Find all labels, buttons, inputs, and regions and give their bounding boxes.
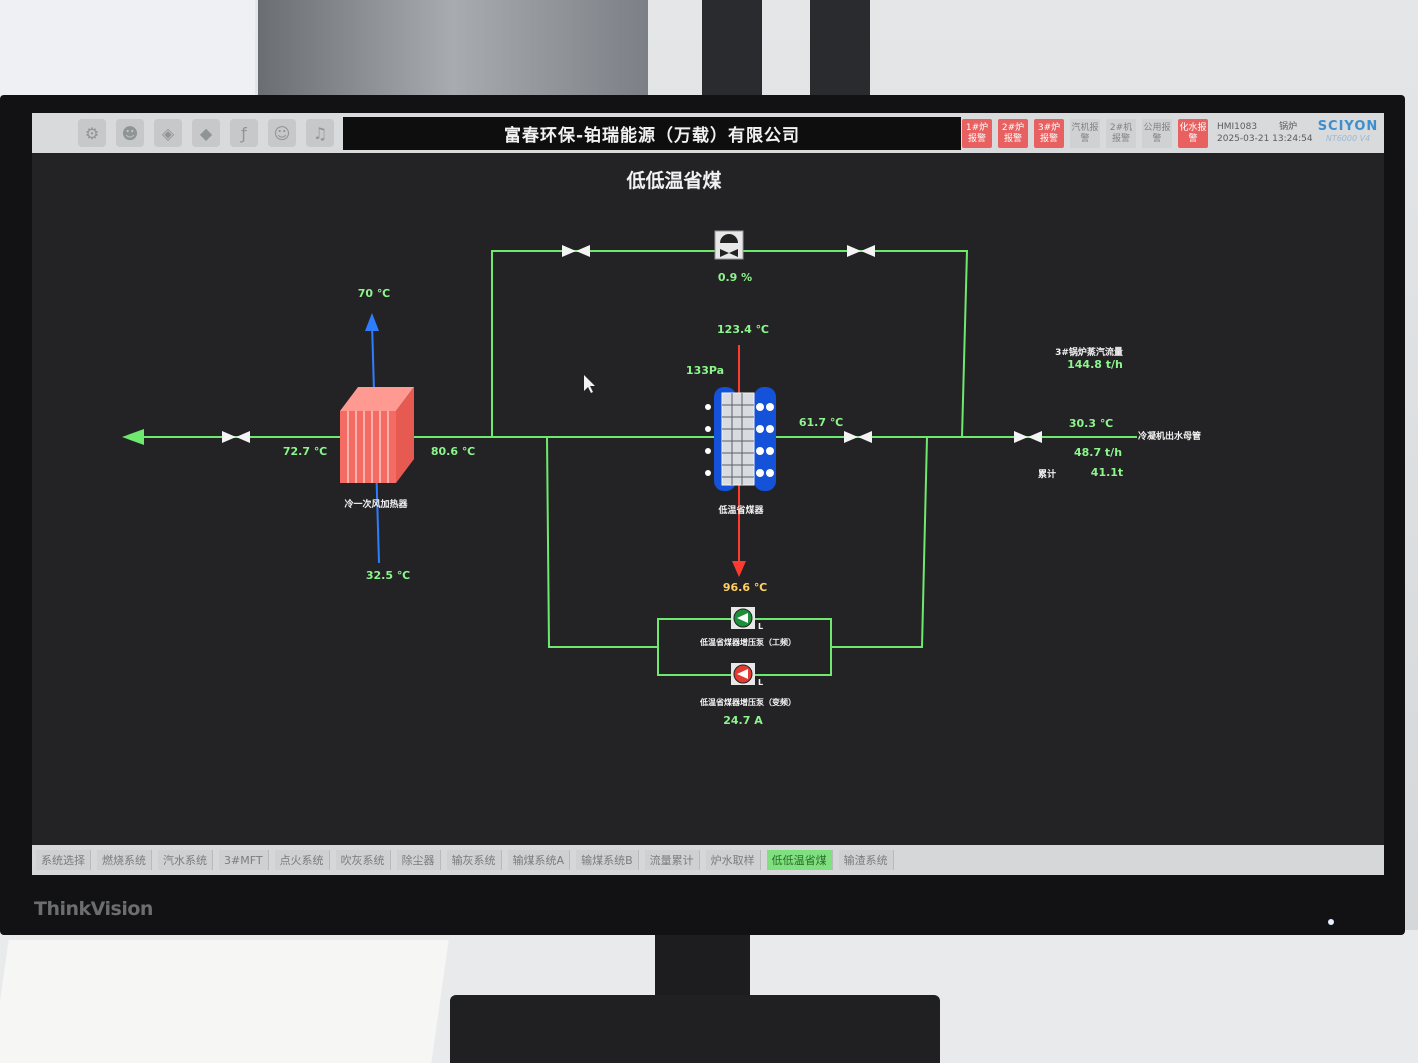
company-title: 富春环保-铂瑞能源（万载）有限公司 [343, 117, 961, 150]
economizer[interactable] [705, 387, 776, 491]
brand-version: NT6000 V4 [1325, 134, 1371, 143]
background-rack [702, 0, 762, 95]
valve[interactable] [847, 245, 875, 257]
nav-tab[interactable]: 输灰系统 [446, 850, 502, 870]
eraser-icon[interactable]: ◆ [192, 119, 220, 147]
nav-tab[interactable]: 低低温省煤 [766, 850, 833, 870]
air-heater[interactable] [340, 387, 414, 483]
outlet-arrow [122, 429, 144, 445]
pump2-tag: L [758, 678, 763, 687]
steam-flow-value: 144.8 t/h [1067, 358, 1123, 371]
layers-icon[interactable]: ◈ [154, 119, 182, 147]
alarm-button-water[interactable]: 化水报警 [1178, 119, 1208, 148]
alarm-button-boiler-2[interactable]: 2#炉报警 [998, 119, 1028, 148]
user-icon[interactable]: ☺ [268, 119, 296, 147]
total-value: 41.1t [1091, 466, 1123, 479]
nav-tab[interactable]: 燃烧系统 [97, 850, 152, 870]
heater-label: 冷一次风加热器 [344, 498, 408, 510]
alarm-button-turbine[interactable]: 汽机报警 [1070, 119, 1100, 148]
valve[interactable] [222, 431, 250, 443]
top-toolbar: ⚙ ☻ ◈ ◆ ƒ ☺ ♫ 富春环保-铂瑞能源（万载）有限公司 1#炉报警 2#… [32, 113, 1384, 153]
nav-tab[interactable]: 3#MFT [219, 850, 269, 870]
pump-current: 24.7 A [723, 714, 763, 727]
bell-icon[interactable]: ♫ [306, 119, 334, 147]
hmi-info: HMI1083 锅炉 2025-03-21 13:24:54 [1217, 121, 1313, 145]
flue-in-temp: 123.4 ℃ [717, 323, 769, 336]
flue-out-temp: 96.6 ℃ [723, 581, 767, 594]
alarm-button-turbine-2[interactable]: 2#机报警 [1106, 119, 1136, 148]
air-out-temp: 70 ℃ [358, 287, 390, 300]
total-label: 累计 [1038, 468, 1056, 480]
gear-icon[interactable]: ⚙ [78, 119, 106, 147]
page-title: 低低温省煤 [625, 169, 721, 192]
nav-tab[interactable]: 系统选择 [36, 850, 91, 870]
hmi-area: 锅炉 [1279, 122, 1298, 132]
pump1-tag: L [758, 622, 763, 631]
air-arrow [365, 313, 379, 331]
valve[interactable] [562, 245, 590, 257]
heater-inlet-temp: 80.6 ℃ [431, 445, 475, 458]
power-led [1328, 919, 1334, 925]
flue-arrow [732, 561, 746, 577]
economizer-outlet-temp: 61.7 ℃ [799, 416, 843, 429]
function-icon[interactable]: ƒ [230, 119, 258, 147]
monitor-stand-base [450, 995, 940, 1063]
pressure-value: 133Pa [686, 364, 724, 377]
brand-name: SCIYON [1317, 119, 1379, 134]
alarm-button-public[interactable]: 公用报警 [1142, 119, 1172, 148]
nav-tab[interactable]: 流量累计 [644, 850, 700, 870]
nav-tab[interactable]: 吹灰系统 [335, 850, 391, 870]
valve[interactable] [844, 431, 872, 443]
condensate-label: 冷凝机出水母管 [1138, 430, 1201, 442]
regulating-valve[interactable] [714, 230, 744, 260]
hmi-id: HMI1083 [1217, 122, 1258, 132]
alarm-button-boiler-1[interactable]: 1#炉报警 [962, 119, 992, 148]
water-out-temp: 72.7 ℃ [283, 445, 327, 458]
monitor-brand: ThinkVision [34, 898, 153, 920]
nav-tab[interactable]: 输煤系统B [576, 850, 639, 870]
alarm-button-boiler-3[interactable]: 3#炉报警 [1034, 119, 1064, 148]
pump2-label: 低温省煤器增压泵（变频） [699, 697, 796, 707]
background-camera-view [258, 0, 648, 95]
steam-flow-label: 3#锅炉蒸汽流量 [1055, 346, 1123, 358]
nav-tab[interactable]: 输渣系统 [838, 850, 894, 870]
condensate-temp: 30.3 ℃ [1069, 417, 1113, 430]
pipe-network [127, 250, 1137, 676]
operator-icon[interactable]: ☻ [116, 119, 144, 147]
pump-variable-frequency[interactable] [731, 663, 755, 685]
nav-tab[interactable]: 炉水取样 [705, 850, 761, 870]
nav-tab[interactable]: 输煤系统A [507, 850, 571, 870]
pump-power-frequency[interactable] [731, 607, 755, 629]
background-rack [810, 0, 870, 95]
valve-opening: 0.9 % [718, 271, 752, 284]
sciyon-logo: SCIYON NT6000 V4 [1317, 119, 1379, 143]
nav-tab[interactable]: 点火系统 [274, 850, 330, 870]
background-screen [0, 0, 255, 95]
water-flow-value: 48.7 t/h [1074, 446, 1122, 459]
valve[interactable] [1014, 431, 1042, 443]
paper-document [0, 940, 449, 1063]
nav-tab[interactable]: 汽水系统 [158, 850, 213, 870]
process-diagram: 低低温省煤 0.9 % 70 ℃ 32.5 ℃ [122, 169, 1201, 727]
pump1-label: 低温省煤器增压泵（工频） [699, 637, 796, 647]
hmi-screen: ⚙ ☻ ◈ ◆ ƒ ☺ ♫ 富春环保-铂瑞能源（万载）有限公司 1#炉报警 2#… [32, 113, 1384, 875]
economizer-label: 低温省煤器 [717, 504, 764, 516]
clock: 2025-03-21 13:24:54 [1217, 134, 1313, 144]
air-in-temp: 32.5 ℃ [366, 569, 410, 582]
mouse-cursor-icon [584, 375, 595, 393]
nav-tab[interactable]: 除尘器 [396, 850, 441, 870]
